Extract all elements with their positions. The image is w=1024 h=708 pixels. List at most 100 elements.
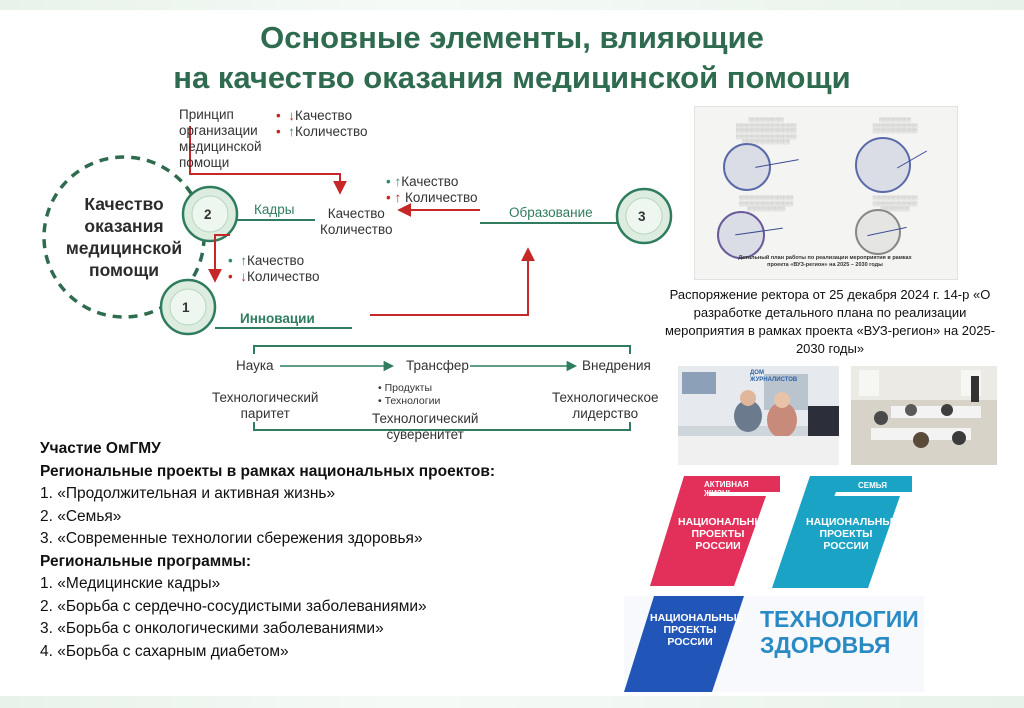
- np-line-2: ПРОЕКТЫ: [691, 528, 745, 540]
- seal-stamp: [855, 209, 901, 255]
- principle-quality: Качество: [295, 108, 353, 123]
- active-life-tag: АКТИВНАЯ ЖИЗНЬ: [704, 480, 749, 498]
- quality-diagram: Качество оказания медицинской помощи При…: [40, 92, 676, 447]
- doc-text-block: ░░░░░░░░░░░░░░░░░░░░░░░░░░░░░░░░░░░░░: [872, 195, 918, 211]
- principle-line-2: организации: [179, 123, 258, 138]
- seal-stamp: [723, 143, 771, 191]
- transfer-item-technologies: Технологии: [384, 395, 441, 407]
- tech-suverenitet-line-2: суверенитет: [386, 427, 464, 442]
- edu-quantity: Количество: [405, 190, 478, 205]
- regional-program-item: 1. «Медицинские кадры»: [40, 575, 221, 592]
- np-line-1: НАЦИОНАЛЬНЫЕ: [650, 612, 744, 624]
- np-line-3: РОССИИ: [823, 540, 869, 552]
- participation-list: Участие ОмГМУ Региональные проекты в рам…: [40, 438, 670, 663]
- center-label: Качество оказания медицинской помощи: [62, 193, 186, 281]
- center-label-line-2: оказания: [84, 216, 164, 236]
- regional-program-item: 2. «Борьба с сердечно-сосудистыми заболе…: [40, 597, 427, 615]
- slide-title: Основные элементы, влияющие на качество …: [0, 18, 1024, 98]
- innov-quality: Качество: [247, 253, 305, 268]
- top-border: [0, 0, 1024, 10]
- np-line-1: НАЦИОНАЛЬНЫЕ: [806, 516, 900, 528]
- press-conference-photo: ДОМ ЖУРНАЛИСТОВ: [678, 366, 839, 465]
- tech-suverenitet-label: Технологический суверенитет: [372, 411, 478, 443]
- press-conference-illustration: [678, 366, 839, 465]
- np-line-2: ПРОЕКТЫ: [663, 624, 717, 636]
- innov-effects: • ↑Качество • ↓Количество: [228, 253, 320, 284]
- tech-paritet-label: Технологический паритет: [212, 390, 318, 422]
- signed-document-image: ░░░░░░░░░░░░░░░░░░░░░░░░░░░░░░░░░░░░░░░░…: [694, 106, 958, 280]
- dom-zhurnalistov-logo: ДОМ ЖУРНАЛИСТОВ: [750, 370, 798, 383]
- rector-order-caption: Распоряжение ректора от 25 декабря 2024 …: [664, 287, 996, 356]
- edu-quality: Качество: [401, 174, 459, 189]
- center-label-line-4: помощи: [89, 260, 159, 280]
- right-red-arrow: [370, 247, 535, 316]
- arrow-up-icon: ↑: [394, 174, 402, 189]
- health-tech-logo: НАЦИОНАЛЬНЫЕ ПРОЕКТЫ РОССИИ ТЕХНОЛОГИИ З…: [624, 596, 924, 692]
- doc-footer-title: Детальный план работы по реализации меро…: [738, 255, 912, 268]
- health-tech-text: ТЕХНОЛОГИИ ЗДОРОВЬЯ: [760, 606, 919, 658]
- active-life-logo-shape: [650, 476, 780, 586]
- arrow-up-red-icon: ↑: [394, 190, 402, 205]
- innov-quantity: Количество: [247, 269, 320, 284]
- slide-title-line-1: Основные элементы, влияющие: [260, 20, 764, 55]
- tech-liderstvo-line-1: Технологическое: [552, 390, 659, 405]
- regional-project-item: 3. «Современные технологии сбережения зд…: [40, 530, 423, 547]
- nauka-label: Наука: [236, 358, 274, 373]
- obrazovanie-label: Образование: [509, 205, 593, 220]
- family-logo: СЕМЬЯ НАЦИОНАЛЬНЫЕ ПРОЕКТЫ РОССИИ: [772, 476, 912, 588]
- np-line-2: ПРОЕКТЫ: [819, 528, 873, 540]
- principle-line-1: Принцип: [179, 107, 234, 122]
- kadry-label: Кадры: [254, 202, 295, 217]
- tech-suverenitet-line-1: Технологический: [372, 411, 479, 426]
- node-3-label: 3: [638, 209, 646, 224]
- center-quality: Качество: [327, 206, 385, 221]
- bottom-border: [0, 696, 1024, 708]
- regional-project-item: 1. «Продолжительная и активная жизнь»: [40, 485, 336, 502]
- transfer-items: • Продукты • Технологии: [378, 382, 441, 407]
- health-tech-logo-shape: [624, 596, 744, 692]
- tech-liderstvo-label: Технологическое лидерство: [552, 390, 658, 422]
- vnedreniya-label: Внедрения: [582, 358, 651, 373]
- center-label-line-3: медицинской: [65, 238, 183, 258]
- arrow-up-icon: ↑: [240, 253, 247, 268]
- classroom-illustration: [851, 366, 997, 465]
- tech-liderstvo-line-2: лидерство: [572, 406, 639, 421]
- edu-effects: • ↑Качество • ↑ Количество: [386, 174, 478, 205]
- arrow-down-icon: ↓: [288, 108, 295, 123]
- principle-line-4: помощи: [179, 155, 230, 170]
- quality-quantity-center: Качество Количество: [320, 206, 393, 238]
- active-life-logo: АКТИВНАЯ ЖИЗНЬ НАЦИОНАЛЬНЫЕ ПРОЕКТЫ РОСС…: [650, 476, 780, 586]
- health-tech-line-1: ТЕХНОЛОГИИ: [760, 606, 919, 632]
- node-1-label: 1: [182, 300, 190, 315]
- participation-heading: Участие ОмГМУ: [40, 440, 161, 457]
- seal-stamp: [855, 137, 911, 193]
- doc-text-block: ░░░░░░░░░░░░░░░░░░░░░░░░░░░░░░░░░░░░░░░░…: [738, 195, 794, 211]
- slide-title-line-2: на качество оказания медицинской помощи: [173, 60, 851, 95]
- node-2-label: 2: [204, 207, 212, 222]
- process-bracket-top: [253, 345, 631, 354]
- arrow-down-icon: ↓: [240, 269, 247, 284]
- node-1-inner: [169, 288, 207, 326]
- active-life-np-text: НАЦИОНАЛЬНЫЕ ПРОЕКТЫ РОССИИ: [678, 516, 772, 552]
- family-np-text: НАЦИОНАЛЬНЫЕ ПРОЕКТЫ РОССИИ: [806, 516, 900, 552]
- process-bracket-bottom: [253, 422, 631, 431]
- health-tech-np-text: НАЦИОНАЛЬНЫЕ ПРОЕКТЫ РОССИИ: [650, 612, 744, 648]
- regional-programs-heading: Региональные программы:: [40, 552, 252, 570]
- node-2-inner: [191, 195, 229, 233]
- arrow-up-icon: ↑: [288, 124, 295, 139]
- principle-label: Принцип организации медицинской помощи: [179, 107, 262, 171]
- np-line-3: РОССИИ: [695, 540, 741, 552]
- family-logo-shape: [772, 476, 912, 588]
- transfer-item-products: Продукты: [384, 382, 433, 394]
- tech-paritet-line-1: Технологический: [212, 390, 319, 405]
- diagram-graphics: [42, 126, 673, 431]
- tech-paritet-line-2: паритет: [240, 406, 290, 421]
- center-label-line-1: Качество: [84, 194, 164, 214]
- principle-quantity: Количество: [295, 124, 368, 139]
- doc-text-block: ░░░░░░░░░░░░░░░░░░░░░░░░░░░░░░░░░░░░░░░░…: [735, 117, 797, 144]
- principle-arrow: [189, 126, 347, 195]
- health-tech-line-2: ЗДОРОВЬЯ: [760, 632, 891, 658]
- np-line-1: НАЦИОНАЛЬНЫЕ: [678, 516, 772, 528]
- principle-line-3: медицинской: [179, 139, 262, 154]
- principle-effects: • ↓Качество • ↑Количество: [276, 108, 368, 139]
